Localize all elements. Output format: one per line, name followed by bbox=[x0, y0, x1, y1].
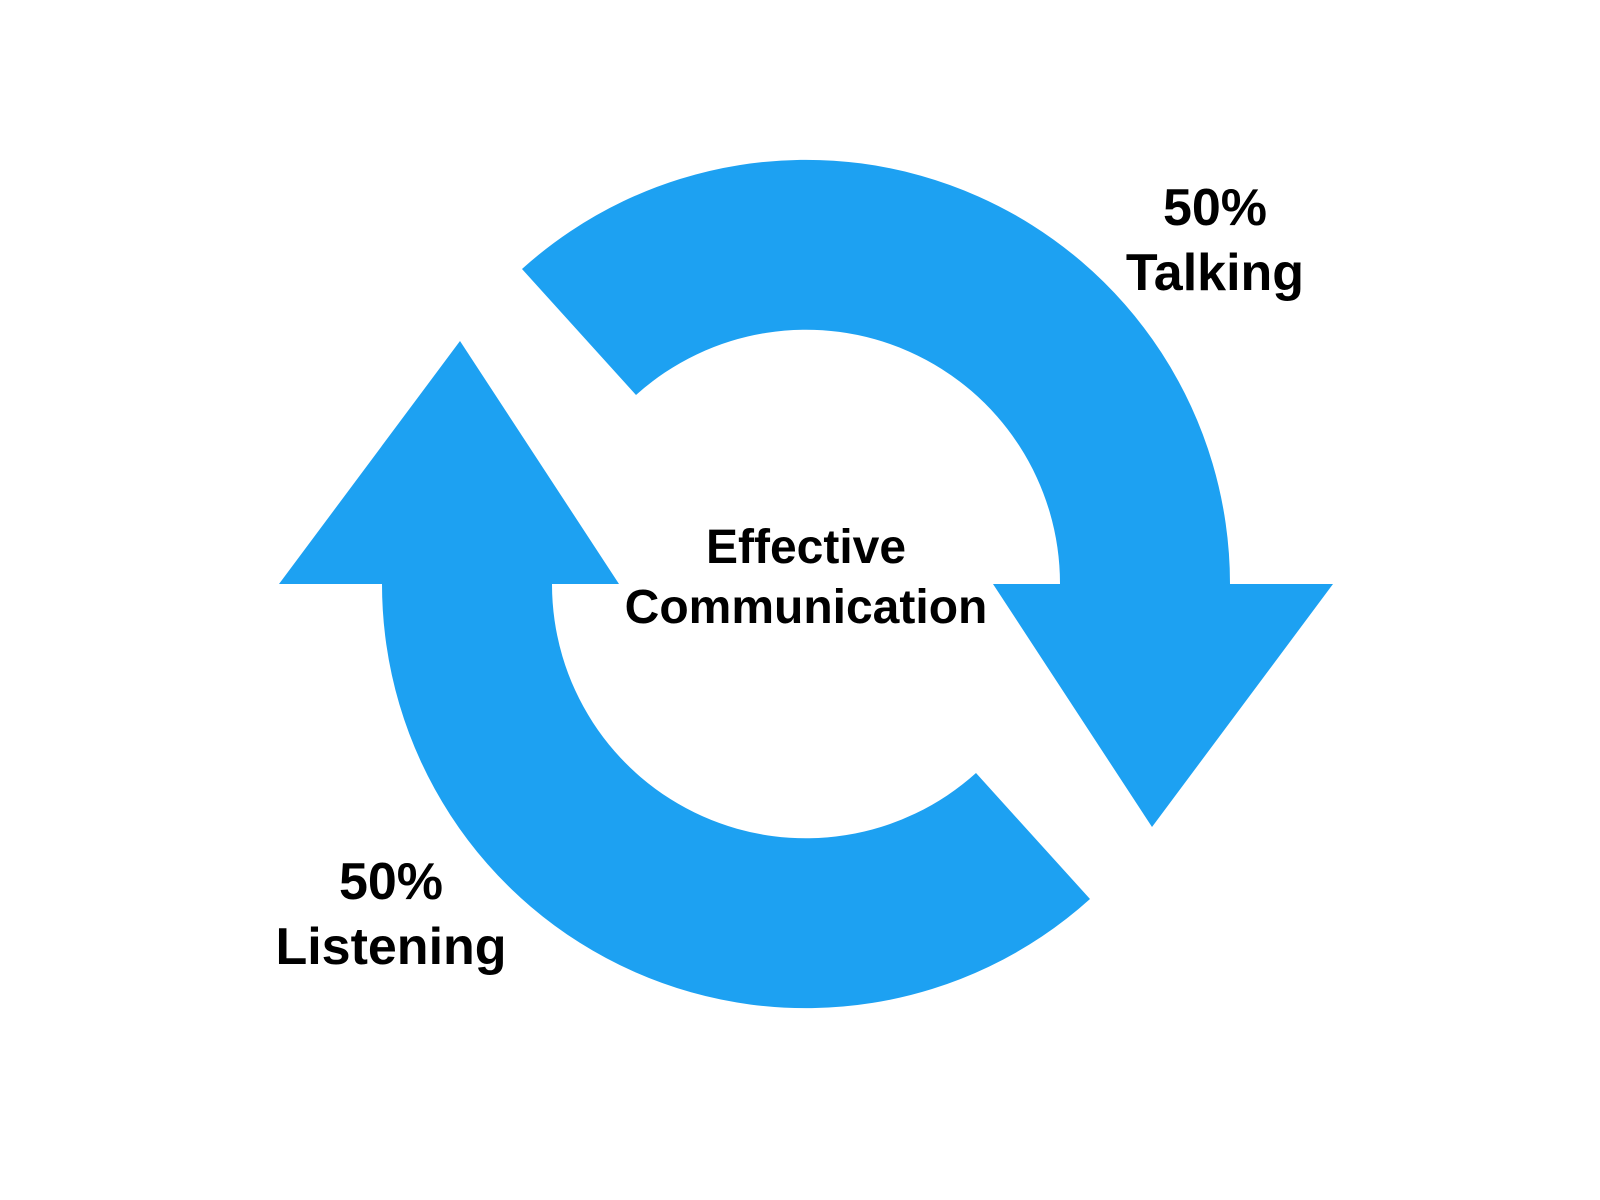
listening-percent-label: 50% bbox=[339, 853, 443, 911]
talking-label: Talking bbox=[1126, 244, 1304, 302]
talking-percent-label: 50% bbox=[1163, 179, 1267, 237]
center-label-line2: Communication bbox=[625, 581, 988, 634]
cycle-arrow-listening-icon bbox=[279, 341, 1090, 1009]
center-label-line1: Effective bbox=[706, 521, 906, 574]
listening-label: Listening bbox=[275, 918, 506, 976]
cycle-arrow-talking-icon bbox=[522, 159, 1333, 827]
